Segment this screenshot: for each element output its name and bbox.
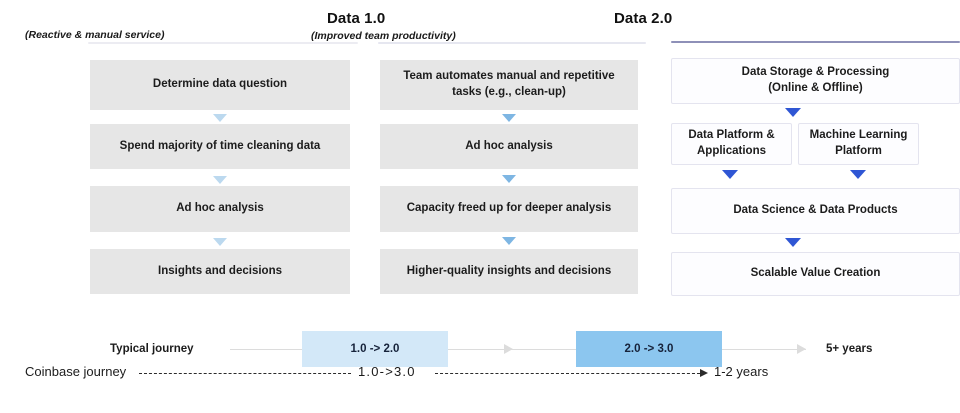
col3-step-ml[interactable]: Machine Learning Platform xyxy=(798,123,919,165)
coinbase-journey-label: Coinbase journey xyxy=(25,364,127,379)
col3-step-value[interactable]: Scalable Value Creation xyxy=(671,252,960,296)
col2-step-1-line1: Team automates manual and repetitive xyxy=(403,70,615,83)
column-2-title: Data 2.0 xyxy=(614,10,673,27)
timeline-segment-1 xyxy=(230,349,302,350)
col3-storage-line1: Data Storage & Processing xyxy=(741,66,890,79)
typical-journey-duration: 5+ years xyxy=(826,343,873,355)
col2-step-4[interactable]: Higher-quality insights and decisions xyxy=(380,249,638,294)
column-1-subtitle: (Improved team productivity) xyxy=(311,30,456,42)
col3-platform-line1: Data Platform & xyxy=(688,129,775,142)
column-1-title: Data 1.0 xyxy=(327,10,386,27)
col2-step-2[interactable]: Ad hoc analysis xyxy=(380,124,638,169)
coinbase-dash-left xyxy=(139,373,351,374)
column-2-rule xyxy=(671,41,960,43)
col1-step-2[interactable]: Spend majority of time cleaning data xyxy=(90,124,350,169)
coinbase-journey-duration: 1-2 years xyxy=(714,364,769,379)
col1-arrow-2-icon xyxy=(213,176,227,184)
timeline-arrowhead-2-icon xyxy=(797,344,806,354)
column-0-subtitle: (Reactive & manual service) xyxy=(25,29,165,41)
typical-journey-label: Typical journey xyxy=(110,343,194,355)
col3-step-platform[interactable]: Data Platform & Applications xyxy=(671,123,792,165)
col2-arrow-2-icon xyxy=(502,175,516,183)
col2-step-1[interactable]: Team automates manual and repetitive tas… xyxy=(380,60,638,110)
col2-arrow-1-icon xyxy=(502,114,516,122)
col3-storage-line2: (Online & Offline) xyxy=(768,82,863,94)
col3-ml-line1: Machine Learning xyxy=(809,129,908,142)
coinbase-arrowhead-icon xyxy=(700,369,708,377)
col3-platform-line2: Applications xyxy=(696,145,766,157)
col2-step-3[interactable]: Capacity freed up for deeper analysis xyxy=(380,186,638,232)
col3-arrow-platform-icon xyxy=(722,170,738,179)
col3-arrow-ml-icon xyxy=(850,170,866,179)
col3-step-storage[interactable]: Data Storage & Processing (Online & Offl… xyxy=(671,58,960,104)
col1-step-1[interactable]: Determine data question xyxy=(90,60,350,110)
col1-step-4[interactable]: Insights and decisions xyxy=(90,249,350,294)
col1-step-3[interactable]: Ad hoc analysis xyxy=(90,186,350,232)
col3-ml-line2: Platform xyxy=(835,145,882,157)
timeline-segment-3 xyxy=(722,349,806,350)
col3-step-science[interactable]: Data Science & Data Products xyxy=(671,188,960,234)
coinbase-dash-right xyxy=(435,373,700,374)
coinbase-journey-span: 1.0->3.0 xyxy=(358,364,416,379)
column-1-rule xyxy=(378,42,646,44)
chip-2-to-3[interactable]: 2.0 -> 3.0 xyxy=(576,331,722,367)
column-0-rule xyxy=(88,42,358,44)
chip-1-to-2[interactable]: 1.0 -> 2.0 xyxy=(302,331,448,367)
col3-arrow-storage-icon xyxy=(785,108,801,117)
timeline-arrowhead-1-icon xyxy=(504,344,513,354)
col2-arrow-3-icon xyxy=(502,237,516,245)
col2-step-1-line2: tasks (e.g., clean-up) xyxy=(452,86,566,98)
col3-arrow-science-icon xyxy=(785,238,801,247)
col1-arrow-1-icon xyxy=(213,114,227,122)
col1-arrow-3-icon xyxy=(213,238,227,246)
